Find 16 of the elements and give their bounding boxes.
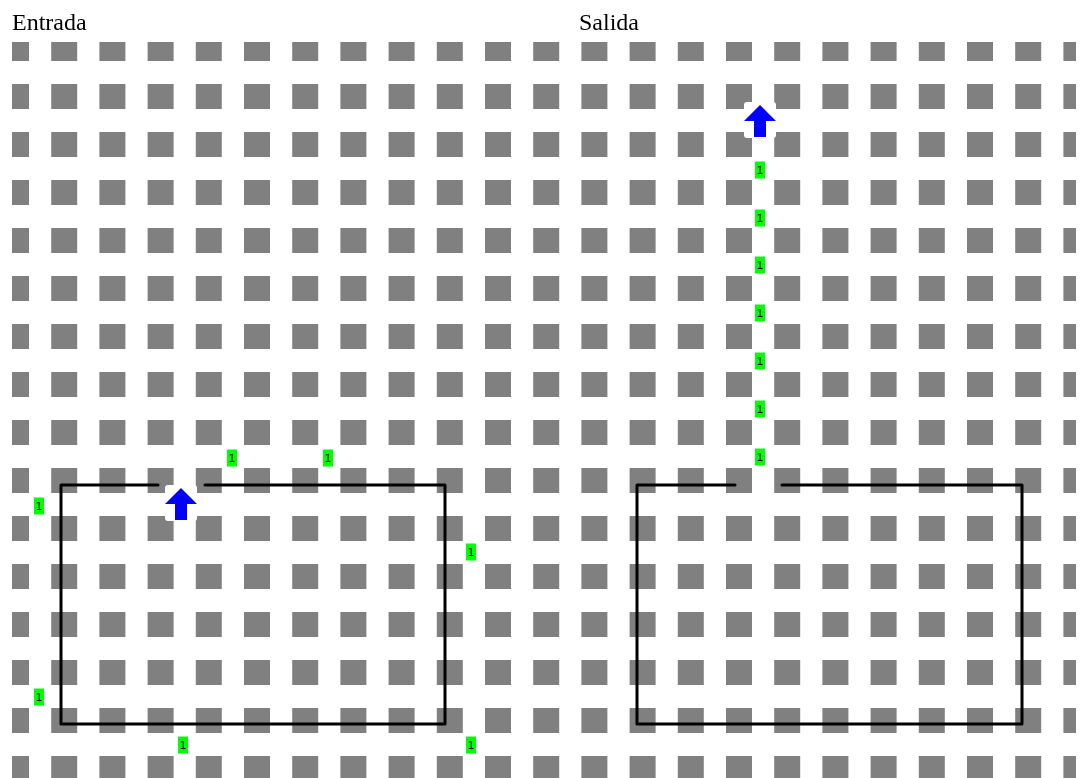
cost-label: 1	[227, 449, 237, 467]
cost-label: 1	[323, 449, 333, 467]
panel-heading: Entrada	[12, 8, 87, 36]
cost-label: 1	[466, 543, 476, 561]
cost-label: 1	[755, 209, 765, 227]
panel-heading: Salida	[579, 8, 639, 36]
cost-label: 1	[755, 448, 765, 466]
cost-label: 1	[755, 256, 765, 274]
cost-label: 1	[34, 497, 44, 515]
cost-label: 1	[755, 400, 765, 418]
cost-label: 1	[755, 352, 765, 370]
cost-label: 1	[755, 161, 765, 179]
cost-label: 1	[34, 688, 44, 706]
cost-label: 1	[178, 736, 188, 754]
cost-label: 1	[466, 736, 476, 754]
cost-label: 1	[755, 304, 765, 322]
